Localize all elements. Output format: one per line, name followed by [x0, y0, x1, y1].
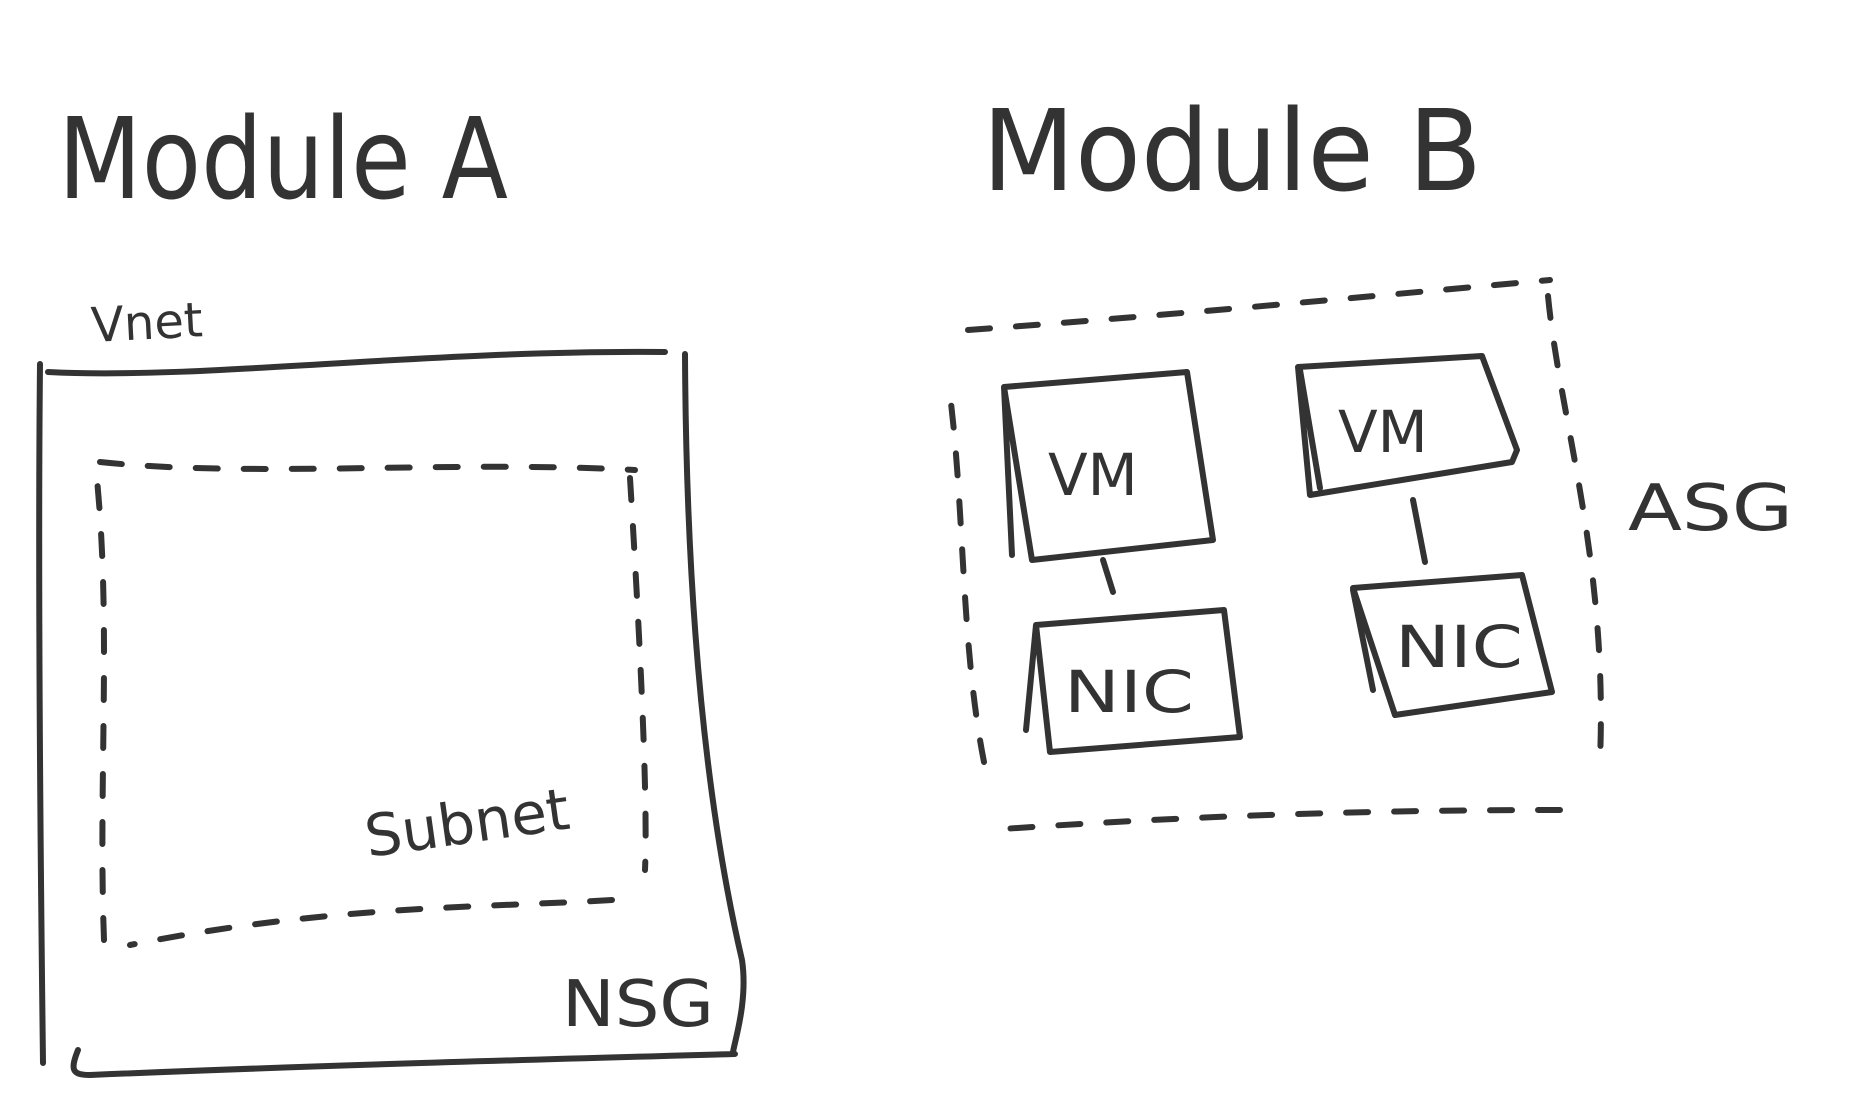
vm-box — [1295, 353, 1520, 498]
nic-label: NIC — [1395, 613, 1523, 681]
nic-box — [1023, 607, 1243, 755]
vm-nic-pair: VM NIC — [1295, 353, 1555, 718]
nic-box — [1350, 572, 1555, 718]
module-b-title: Module B — [982, 87, 1482, 217]
subnet-box — [93, 459, 649, 948]
vm-nic-connector — [1100, 557, 1116, 595]
vm-nic-connector — [1410, 497, 1428, 565]
subnet-label: Subnet — [360, 775, 573, 871]
vm-label: VM — [1338, 398, 1428, 466]
vnet-box — [36, 348, 747, 1078]
nic-label: NIC — [1064, 658, 1194, 726]
module-a-title: Module A — [58, 95, 508, 225]
asg-label: ASG — [1628, 472, 1793, 546]
nsg-label: NSG — [562, 968, 714, 1042]
vm-box — [1001, 369, 1216, 563]
vnet-label: Vnet — [90, 292, 204, 354]
asg-box — [945, 277, 1604, 833]
vm-nic-pair: VM NIC — [1001, 369, 1243, 755]
vm-label: VM — [1048, 441, 1138, 509]
